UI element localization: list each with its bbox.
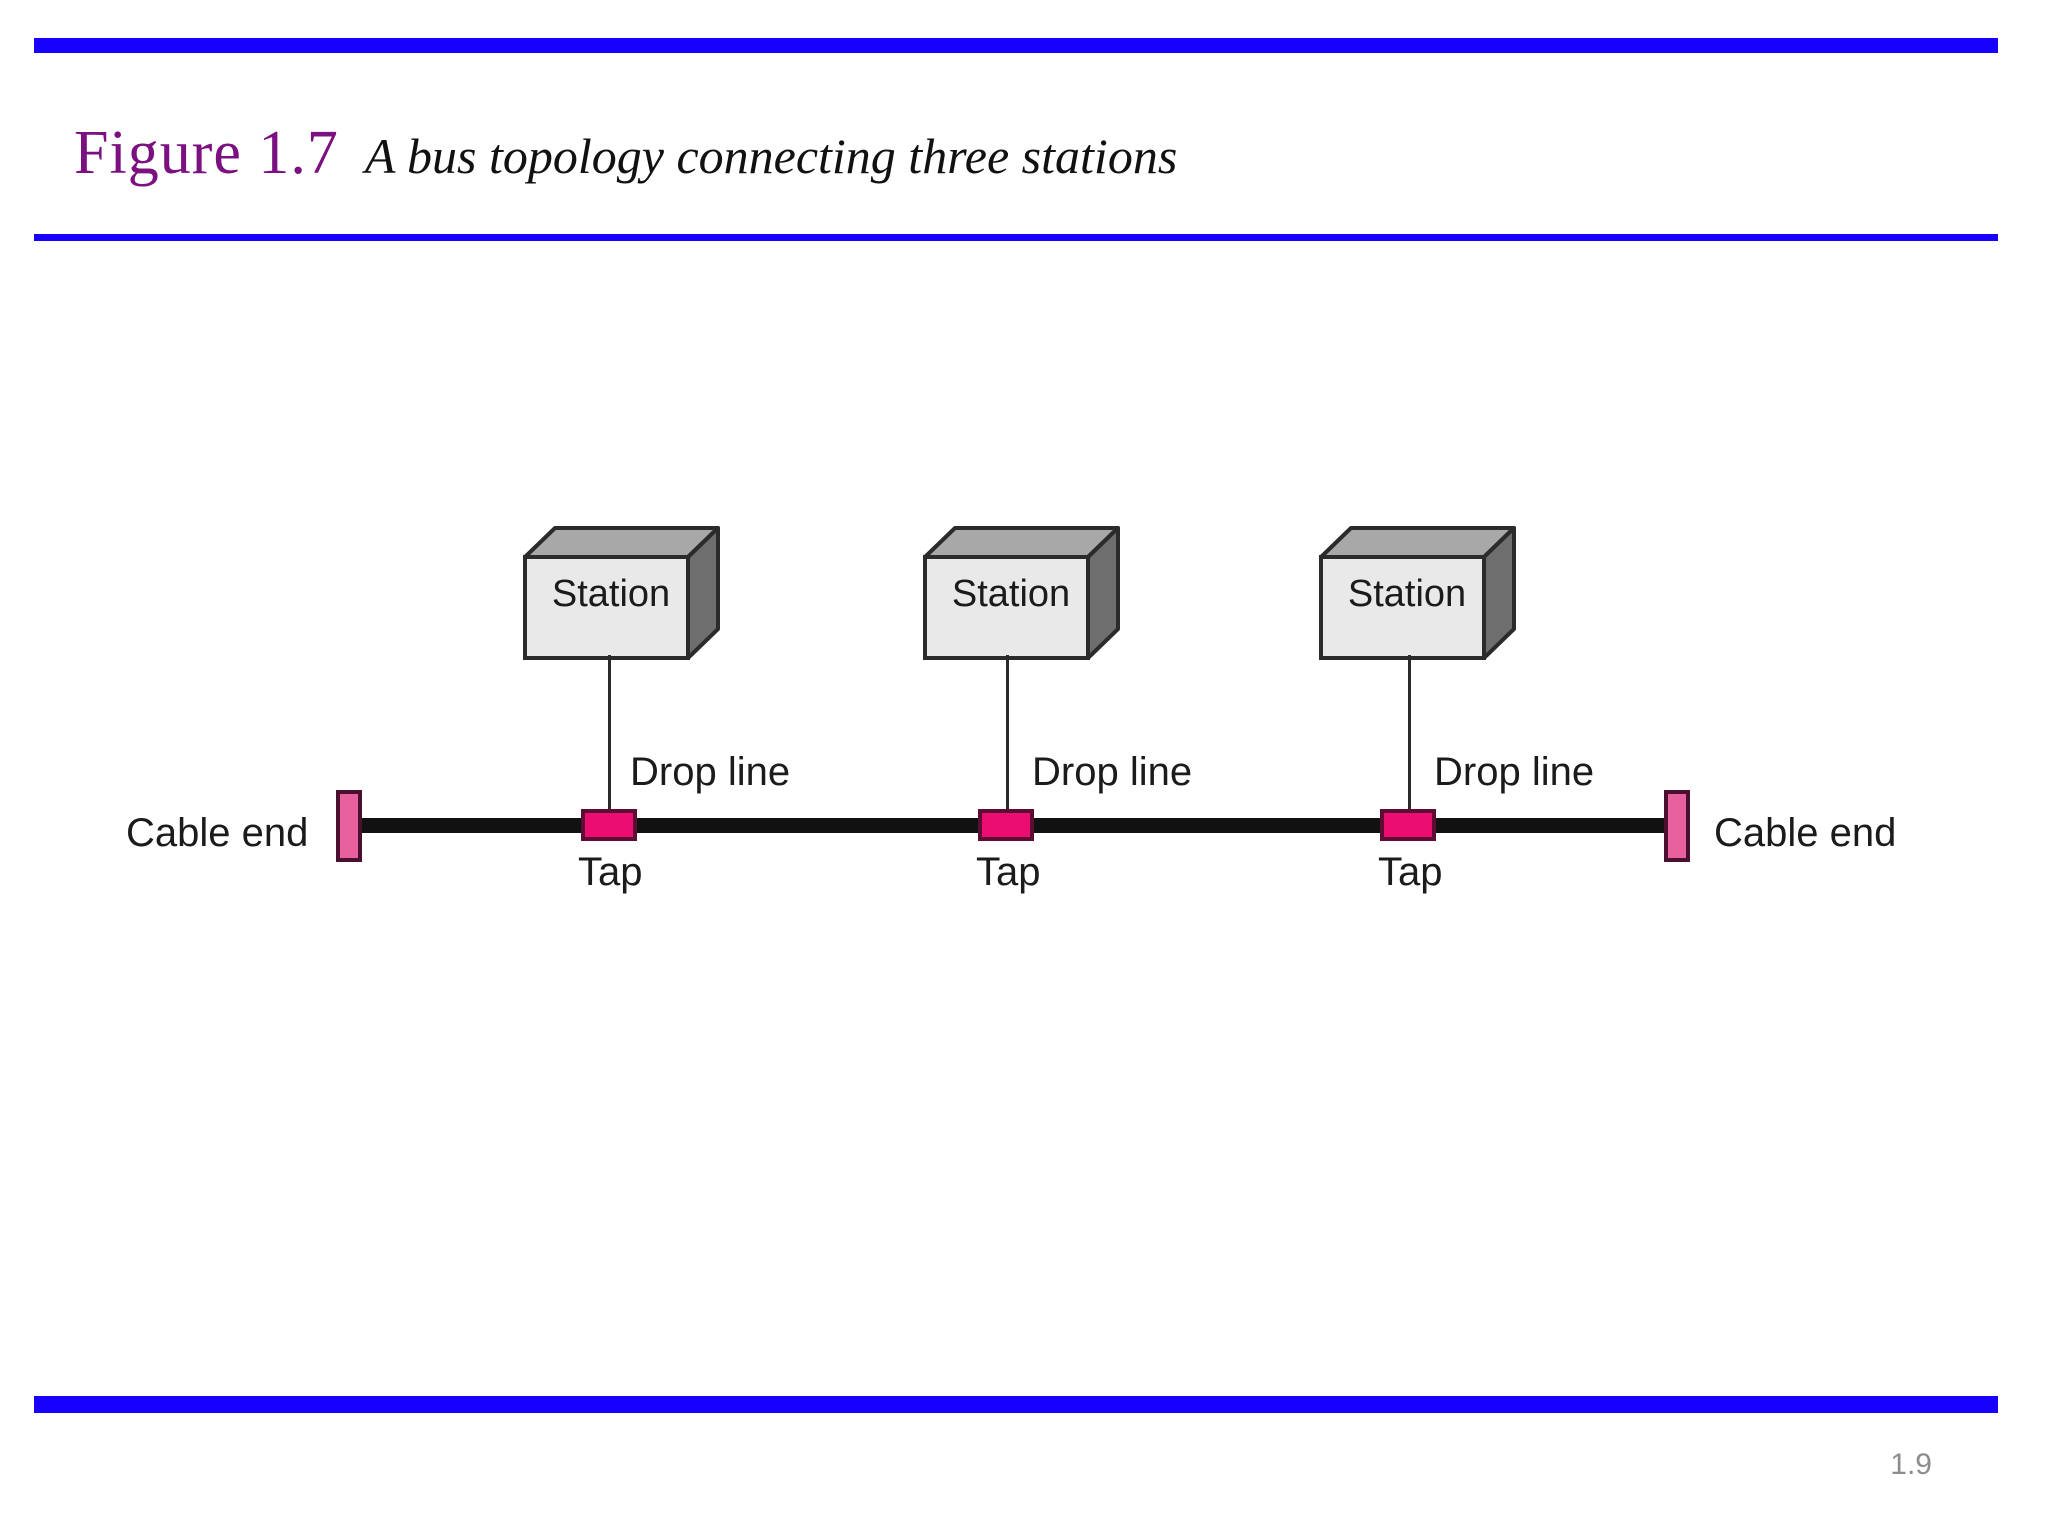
drop-line-3 [1408, 655, 1411, 815]
drop-line-label-2: Drop line [1032, 750, 1193, 794]
station-box-2: Station [922, 525, 1122, 660]
station-cube-icon [1319, 526, 1516, 660]
top-accent-rule [34, 38, 1998, 53]
station-box-3: Station [1318, 525, 1518, 660]
tap-3 [1380, 809, 1436, 841]
cable-end-label-left: Cable end [126, 811, 309, 855]
cable-end-label-right: Cable end [1714, 811, 1897, 855]
station-cube-icon [523, 526, 720, 660]
drop-line-1 [608, 655, 611, 815]
tap-label-2: Tap [976, 850, 1041, 894]
station-cube-icon [923, 526, 1120, 660]
bottom-accent-rule [34, 1396, 1998, 1413]
title-underline-rule [34, 234, 1998, 241]
drop-line-2 [1006, 655, 1009, 815]
tap-label-1: Tap [578, 850, 643, 894]
page-number: 1.9 [1890, 1448, 1932, 1481]
cable-end-terminator-left [336, 790, 362, 862]
figure-caption-label: A bus topology connecting three stations [364, 128, 1178, 184]
tap-2 [978, 809, 1034, 841]
tap-label-3: Tap [1378, 850, 1443, 894]
figure-title: Figure 1.7 A bus topology connecting thr… [74, 118, 1177, 189]
figure-number-label: Figure 1.7 [74, 119, 339, 187]
station-box-1: Station [522, 525, 722, 660]
drop-line-label-1: Drop line [630, 750, 791, 794]
drop-line-label-3: Drop line [1434, 750, 1595, 794]
tap-1 [581, 809, 637, 841]
cable-end-terminator-right [1664, 790, 1690, 862]
